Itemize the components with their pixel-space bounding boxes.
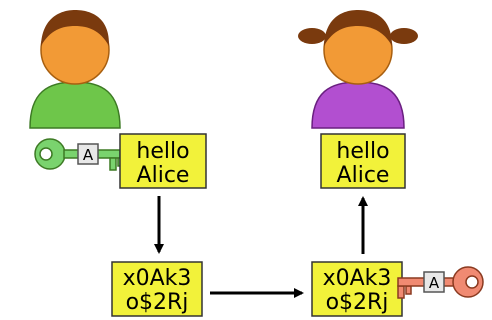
private-key-tag-letter: A: [429, 274, 440, 292]
sender-person-icon: [29, 10, 121, 129]
sender-plaintext-line1: hello: [136, 139, 189, 164]
sender-ciphertext-line2: o$2Rj: [126, 290, 189, 315]
sender-ciphertext-box: x0Ak3 o$2Rj: [111, 261, 203, 317]
receiver-plaintext-line2: Alice: [337, 163, 390, 188]
private-key-tag: [423, 271, 445, 293]
receiver-shirt: [311, 81, 405, 129]
receiver-pigtail-left: [298, 28, 326, 44]
sender-plaintext-box: hello Alice: [119, 133, 207, 189]
sender-shirt: [29, 81, 121, 129]
public-key-tag: [77, 143, 99, 165]
public-key-tag-letter: A: [83, 146, 94, 164]
receiver-plaintext-box: hello Alice: [320, 133, 406, 189]
receiver-hair: [324, 10, 392, 46]
private-key-icon: A: [397, 266, 484, 299]
receiver-plaintext-line1: hello: [336, 139, 389, 164]
sender-hair: [41, 10, 110, 46]
receiver-person-icon: [298, 10, 418, 129]
public-key-icon: A: [34, 138, 124, 171]
receiver-pigtail-right: [390, 28, 418, 44]
receiver-ciphertext-box: x0Ak3 o$2Rj: [311, 261, 403, 317]
receiver-ciphertext-line1: x0Ak3: [323, 266, 392, 291]
sender-ciphertext-line1: x0Ak3: [123, 266, 192, 291]
receiver-ciphertext-line2: o$2Rj: [326, 290, 389, 315]
sender-plaintext-line2: Alice: [137, 163, 190, 188]
